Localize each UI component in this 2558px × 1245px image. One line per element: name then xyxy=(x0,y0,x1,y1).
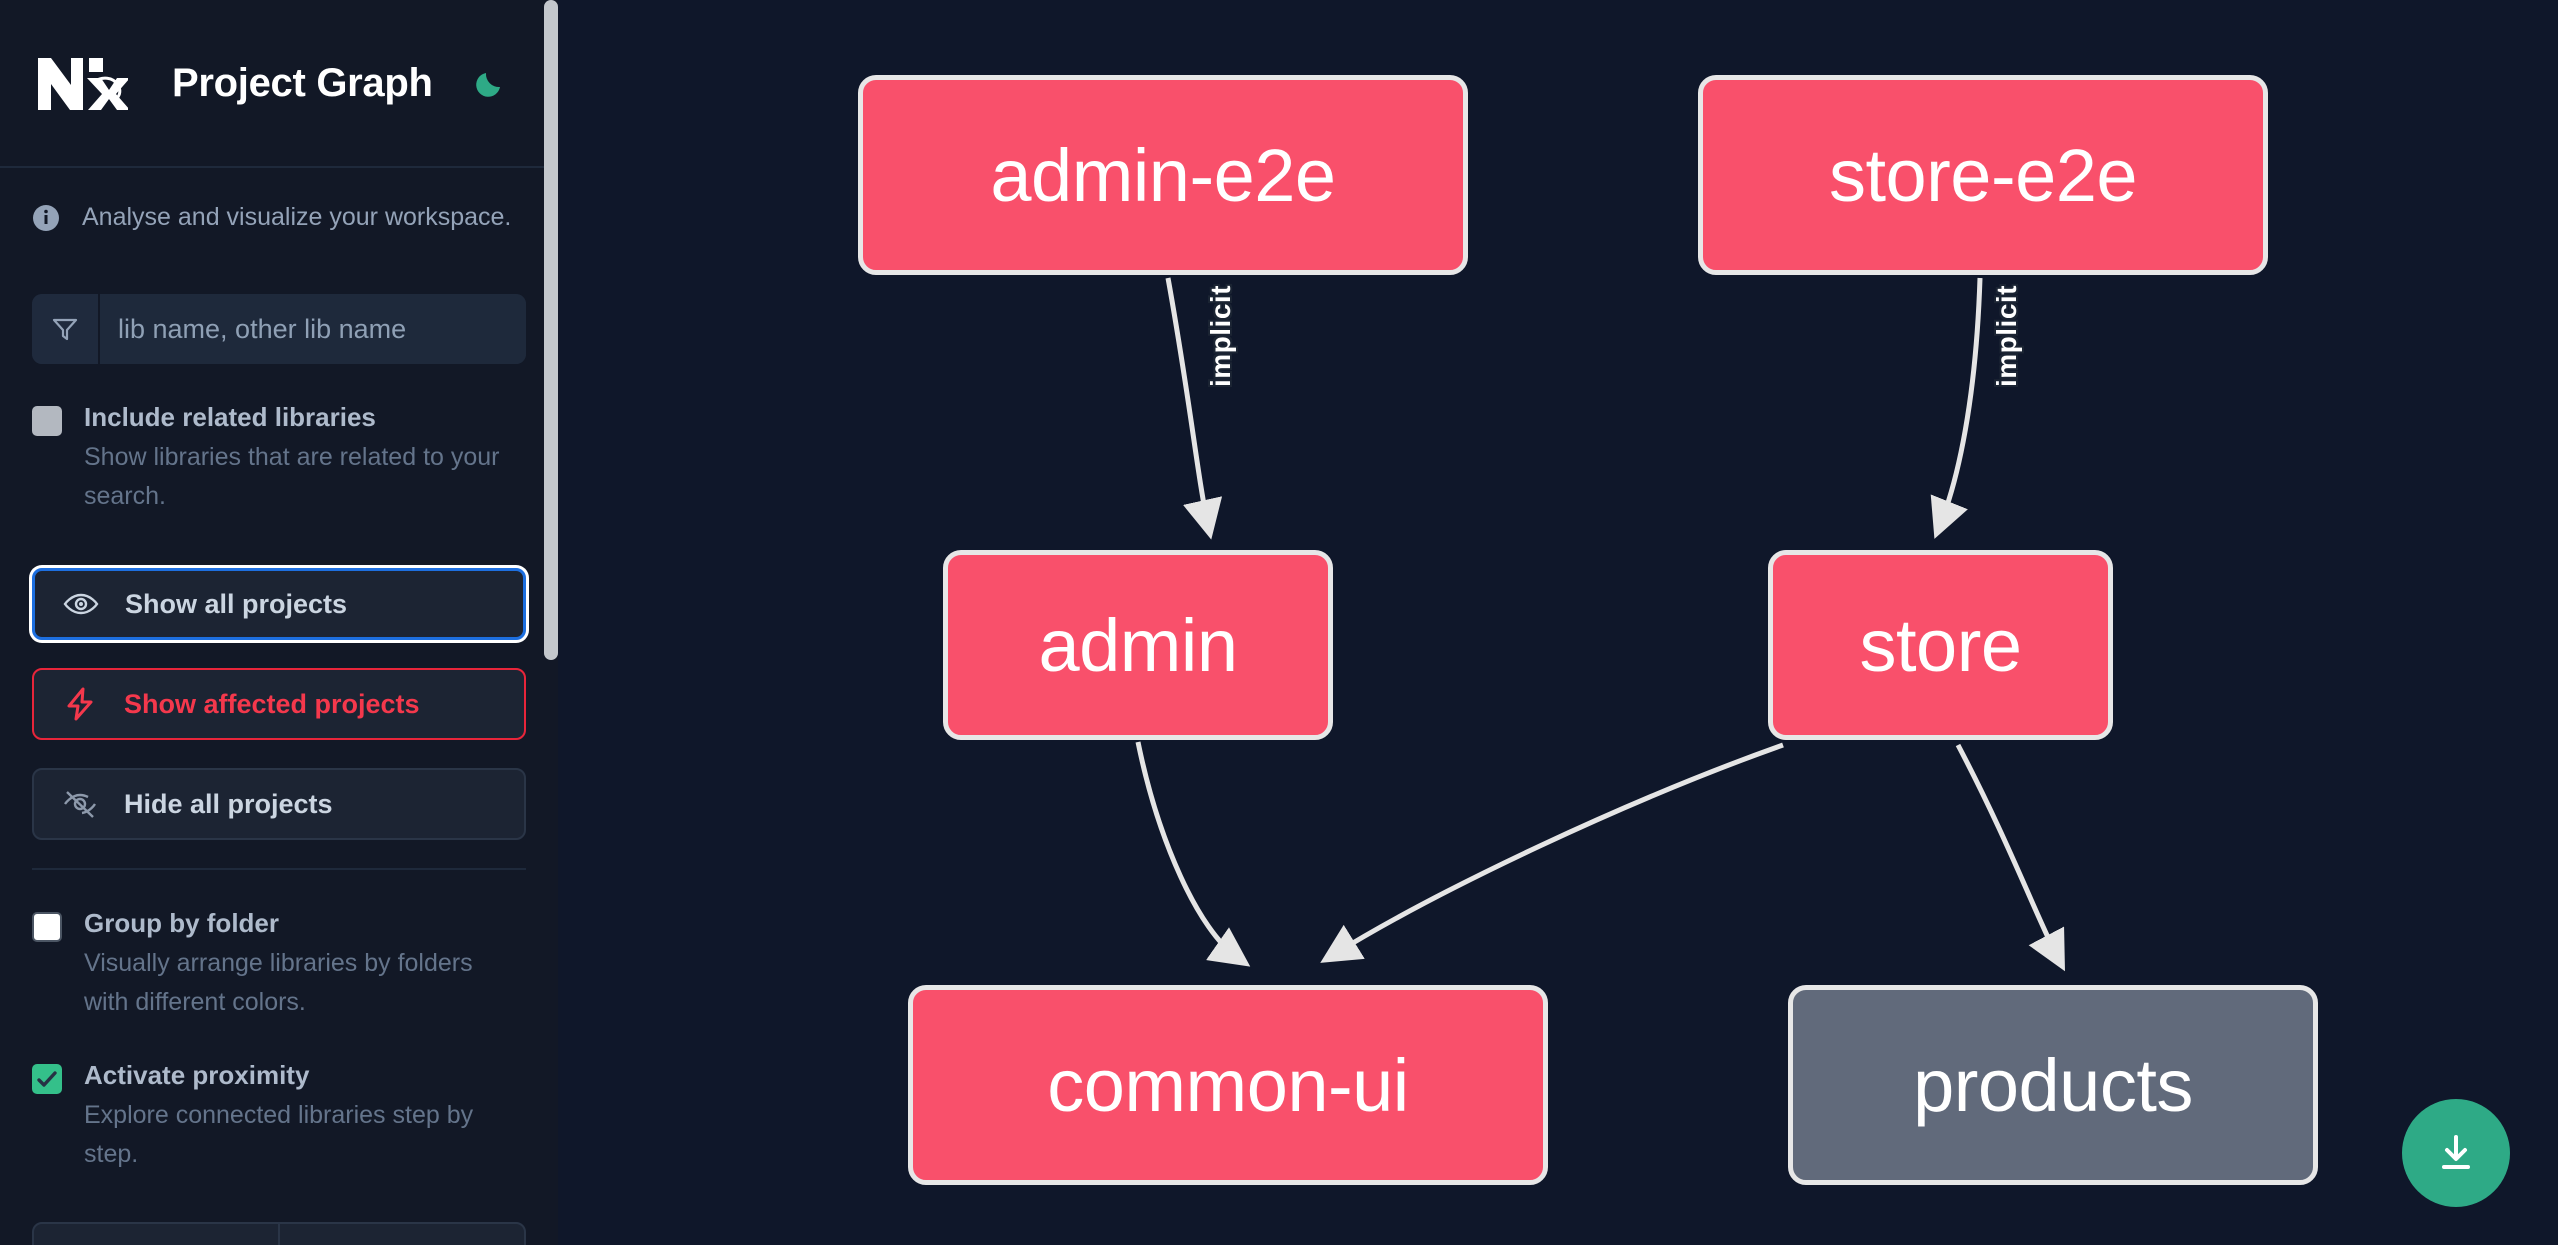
workspace-note: Analyse and visualize your workspace. xyxy=(0,168,558,232)
page-title: Project Graph xyxy=(172,60,433,105)
option-include-related-libraries[interactable]: Include related libraries Show libraries… xyxy=(0,400,558,516)
graph-node-products[interactable]: products xyxy=(1788,985,2318,1185)
download-image-button[interactable] xyxy=(2402,1099,2510,1207)
nx-logo-icon xyxy=(32,52,130,114)
sidebar: Project Graph Analyse and visualize your… xyxy=(0,0,558,1245)
graph-node-label: products xyxy=(1913,1043,2193,1127)
show-affected-projects-label: Show affected projects xyxy=(124,688,420,719)
graph-node-label: store xyxy=(1859,603,2022,687)
graph-node-admin[interactable]: admin xyxy=(943,550,1333,740)
workspace-note-text: Analyse and visualize your workspace. xyxy=(82,203,512,231)
proximity-stepper-increase[interactable] xyxy=(280,1224,524,1245)
checkbox-activate-proximity[interactable] xyxy=(32,1064,62,1094)
graph-canvas[interactable]: implicit implicit admin-e2e store-e2e ad… xyxy=(558,0,2558,1245)
option-description: Show libraries that are related to your … xyxy=(84,443,500,510)
graph-node-admin-e2e[interactable]: admin-e2e xyxy=(858,75,1468,275)
eye-icon xyxy=(63,586,99,622)
info-icon xyxy=(32,204,60,232)
sidebar-header: Project Graph xyxy=(0,0,558,168)
eye-off-icon xyxy=(62,786,98,822)
checkbox-include-related-libraries[interactable] xyxy=(32,406,62,436)
moon-icon[interactable] xyxy=(473,66,507,100)
filter-icon xyxy=(32,294,100,364)
hide-all-projects-label: Hide all projects xyxy=(124,788,333,819)
option-activate-proximity[interactable]: Activate proximity Explore connected lib… xyxy=(0,1058,558,1174)
option-description: Visually arrange libraries by folders wi… xyxy=(84,949,473,1016)
show-affected-projects-button[interactable]: Show affected projects xyxy=(32,668,526,740)
bolt-icon xyxy=(62,686,98,722)
show-all-projects-button[interactable]: Show all projects xyxy=(32,568,526,640)
sidebar-divider xyxy=(32,868,526,870)
search-input[interactable] xyxy=(100,294,526,364)
edge-label-implicit-store: implicit xyxy=(1991,284,2023,388)
graph-node-store[interactable]: store xyxy=(1768,550,2113,740)
proximity-stepper[interactable] xyxy=(32,1222,526,1245)
option-label: Include related libraries xyxy=(84,402,376,432)
show-all-projects-label: Show all projects xyxy=(125,588,348,619)
graph-node-label: admin xyxy=(1038,603,1238,687)
checkbox-group-by-folder[interactable] xyxy=(32,912,62,942)
graph-node-label: admin-e2e xyxy=(990,133,1336,217)
graph-node-store-e2e[interactable]: store-e2e xyxy=(1698,75,2268,275)
graph-node-common-ui[interactable]: common-ui xyxy=(908,985,1548,1185)
option-label: Activate proximity xyxy=(84,1060,310,1090)
download-icon xyxy=(2442,1135,2470,1169)
project-visibility-buttons: Show all projects Show affected projects xyxy=(32,568,526,870)
sidebar-scrollbar[interactable] xyxy=(544,0,558,660)
check-icon xyxy=(37,1071,57,1087)
graph-node-label: common-ui xyxy=(1047,1043,1409,1127)
proximity-stepper-decrease[interactable] xyxy=(34,1224,280,1245)
option-label: Group by folder xyxy=(84,908,279,938)
search-row xyxy=(32,294,526,364)
edge-label-implicit-admin: implicit xyxy=(1205,284,1237,388)
option-group-by-folder[interactable]: Group by folder Visually arrange librari… xyxy=(0,906,558,1022)
option-description: Explore connected libraries step by step… xyxy=(84,1101,474,1168)
graph-node-label: store-e2e xyxy=(1828,133,2138,217)
hide-all-projects-button[interactable]: Hide all projects xyxy=(32,768,526,840)
